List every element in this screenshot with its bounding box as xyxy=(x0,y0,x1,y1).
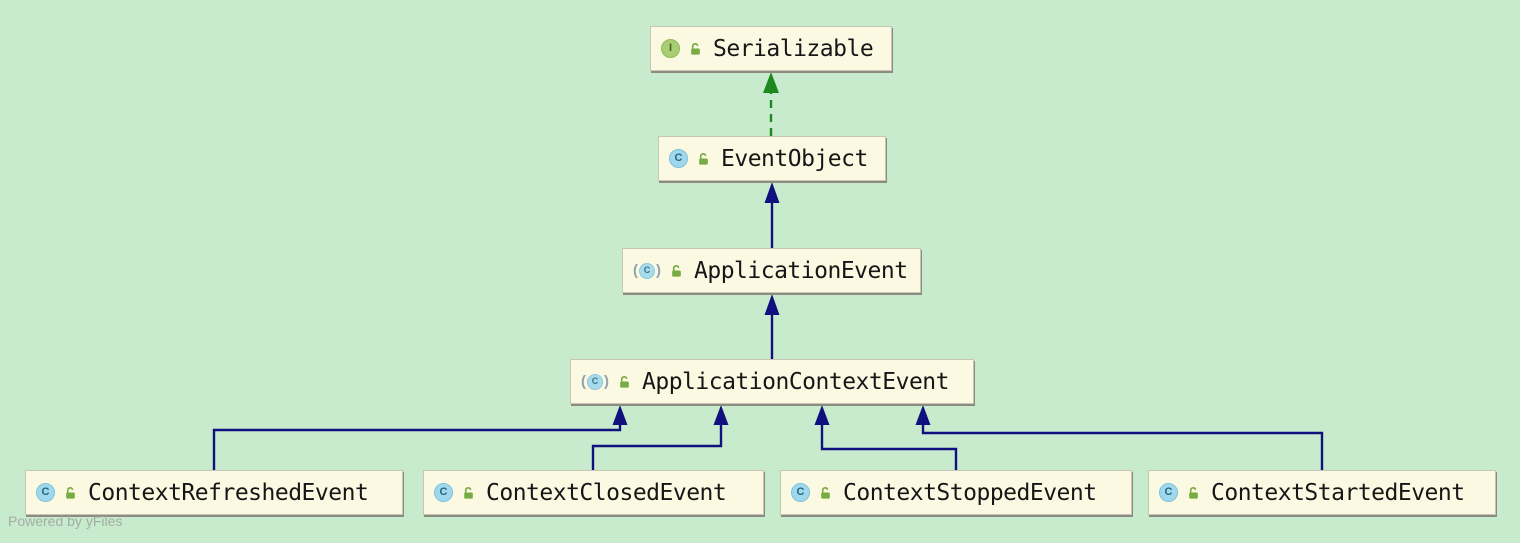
abstract-class-icon: ( C ) xyxy=(581,373,609,390)
node-serializable[interactable]: I Serializable xyxy=(650,26,892,71)
node-label: ContextRefreshedEvent xyxy=(88,479,369,506)
extends-arrowhead-icon xyxy=(612,405,628,425)
node-label: ApplicationEvent xyxy=(694,257,908,284)
edge-applicationevent-extends-eventobject[interactable] xyxy=(764,182,780,248)
node-contextstartedevent[interactable]: C ContextStartedEvent xyxy=(1148,470,1496,515)
class-icon: C xyxy=(434,483,453,502)
node-applicationevent[interactable]: ( C ) ApplicationEvent xyxy=(622,248,921,293)
public-lock-icon xyxy=(669,263,684,279)
public-lock-icon xyxy=(818,485,833,501)
public-lock-icon xyxy=(1186,485,1201,501)
interface-icon: I xyxy=(661,39,680,58)
class-icon: C xyxy=(1159,483,1178,502)
node-contextclosedevent[interactable]: C ContextClosedEvent xyxy=(423,470,764,515)
node-applicationcontextevent[interactable]: ( C ) ApplicationContextEvent xyxy=(570,359,974,404)
node-label: ContextClosedEvent xyxy=(486,479,727,506)
extends-arrowhead-icon xyxy=(915,405,931,425)
edge-applicationcontextevent-extends-applicationevent[interactable] xyxy=(764,294,780,359)
node-eventobject[interactable]: C EventObject xyxy=(658,136,886,181)
class-icon: C xyxy=(36,483,55,502)
public-lock-icon xyxy=(696,151,711,167)
public-lock-icon xyxy=(461,485,476,501)
node-contextrefreshedevent[interactable]: C ContextRefreshedEvent xyxy=(25,470,403,515)
yfiles-watermark: Powered by yFiles xyxy=(8,513,123,529)
node-contextstoppedevent[interactable]: C ContextStoppedEvent xyxy=(780,470,1132,515)
edge-contextstartedevent-extends-applicationcontextevent[interactable] xyxy=(915,405,1324,470)
public-lock-icon xyxy=(688,41,703,57)
edge-contextclosedevent-extends-applicationcontextevent[interactable] xyxy=(591,405,729,470)
extends-arrowhead-icon xyxy=(764,294,780,315)
extends-arrowhead-icon xyxy=(814,405,830,425)
node-label: ContextStartedEvent xyxy=(1211,479,1465,506)
class-icon: C xyxy=(791,483,810,502)
public-lock-icon xyxy=(617,374,632,390)
class-icon: C xyxy=(669,149,688,168)
public-lock-icon xyxy=(63,485,78,501)
edge-contextrefreshedevent-extends-applicationcontextevent[interactable] xyxy=(212,405,628,470)
node-label: EventObject xyxy=(721,145,868,172)
abstract-class-icon: ( C ) xyxy=(633,262,661,279)
node-label: Serializable xyxy=(713,35,874,62)
node-label: ApplicationContextEvent xyxy=(642,368,950,395)
extends-arrowhead-icon xyxy=(713,405,729,425)
node-label: ContextStoppedEvent xyxy=(843,479,1097,506)
edge-eventobject-implements-serializable[interactable] xyxy=(763,72,779,136)
edge-contextstoppedevent-extends-applicationcontextevent[interactable] xyxy=(814,405,958,470)
extends-arrowhead-icon xyxy=(764,182,780,203)
implements-arrowhead-icon xyxy=(763,72,779,93)
